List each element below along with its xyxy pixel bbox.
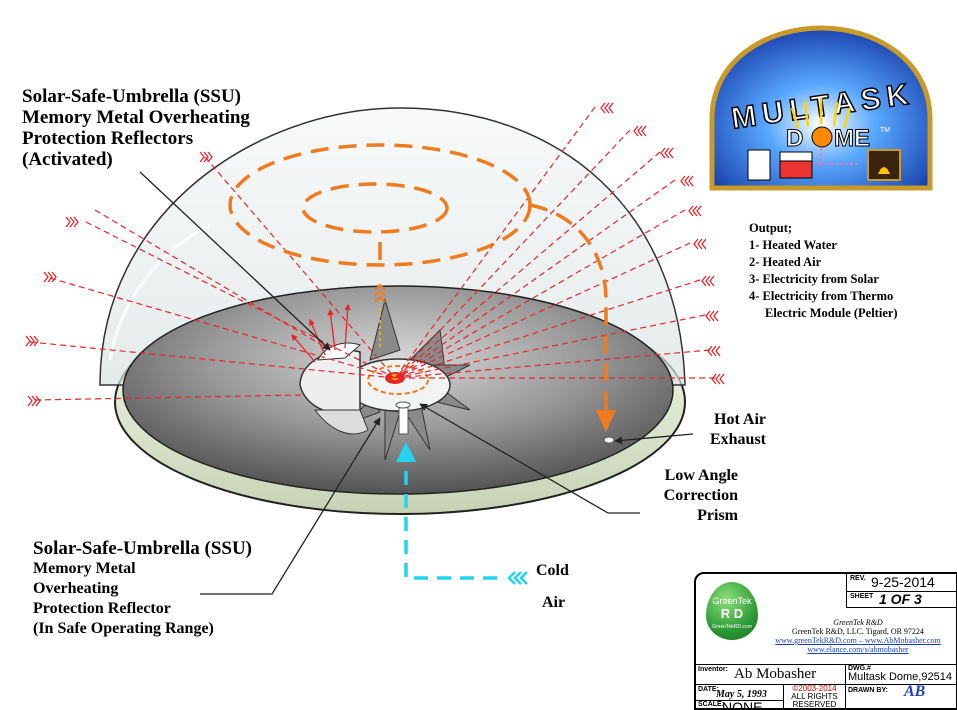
multask-dome-logo: MULTASK D ME TM <box>709 25 933 191</box>
sun-rays <box>29 106 715 401</box>
label-line: Air <box>542 594 566 611</box>
copyright-text: ©2003-2014 <box>792 684 837 693</box>
scale-label: SCALE: <box>698 701 725 708</box>
label-line: Overheating <box>33 580 119 597</box>
label-line: Exhaust <box>709 431 766 448</box>
outlet-icon <box>747 149 771 181</box>
date-value: May 5, 1993 <box>716 689 767 700</box>
rights-line-1: ALL RIGHTS <box>791 692 838 701</box>
dwg-value: Multask Dome,92514 <box>848 671 952 683</box>
label-prism: Low Angle Correction Prism <box>636 466 738 526</box>
label-ssu-activated: Solar-Safe-Umbrella (SSU) Memory Metal O… <box>22 86 250 170</box>
inventor-value: Ab Mobasher <box>734 666 817 682</box>
copyright-cell: ©2003-2014 ALL RIGHTS RESERVED <box>784 684 846 708</box>
label-line: Protection Reflector <box>33 600 171 617</box>
label-line: Prism <box>697 507 738 524</box>
fireplace-icon <box>867 149 901 181</box>
inventor-cell: Inventor: Ab Mobasher <box>696 664 846 684</box>
dwg-cell: DWG.# Multask Dome,92514 <box>846 664 956 684</box>
scale-value: NONE <box>722 699 763 710</box>
label-line: Protection Reflectors <box>22 128 194 149</box>
sheet-value: 1 OF 3 <box>879 591 922 607</box>
company-info: GreenTek R&D GreenTek R&D, LLC. Tigard, … <box>762 618 954 654</box>
sheet-label: SHEET <box>850 593 874 600</box>
date-cell: DATE: May 5, 1993 <box>696 684 784 700</box>
title-block: REV. 9-25-2014 SHEET 1 OF 3 GreenTek R D… <box>694 572 957 710</box>
label-line: (In Safe Operating Range) <box>33 620 214 637</box>
scale-cell: SCALE: NONE <box>696 699 784 710</box>
prism-pipe <box>398 403 409 435</box>
date-label: DATE: <box>698 686 719 693</box>
output-item: 2- Heated Air <box>749 255 822 269</box>
cold-air-flow <box>404 462 497 580</box>
dwg-label: DWG.# <box>848 665 871 672</box>
output-heading: Output; <box>749 221 793 235</box>
greentek-logo: GreenTek R D GreenTekRD.com <box>706 582 758 640</box>
company-address: GreenTek R&D, LLC. Tigard, OR 97224 <box>792 627 924 636</box>
elance-link[interactable]: www.elance.com/s/abmobasher <box>807 645 909 654</box>
egg-top: GreenTek <box>712 596 752 606</box>
output-item: 1- Heated Water <box>749 238 837 252</box>
output-item: Electric Module (Peltier) <box>765 306 898 320</box>
hot-air-flow <box>228 143 608 420</box>
company-link[interactable]: www.greenTekR&D.com – www.AbMobasher.com <box>775 636 941 645</box>
label-line: Cold <box>536 562 569 579</box>
drawn-value: AB <box>904 683 926 700</box>
logo-d: D <box>786 125 803 152</box>
drawn-label: DRAWN BY: <box>848 687 888 694</box>
inventor-label: Inventor: <box>698 666 728 673</box>
logo-me: ME <box>834 125 870 152</box>
ssu-reflector-activated <box>299 349 361 415</box>
ray-chevrons <box>25 102 725 407</box>
company-name: GreenTek R&D <box>833 618 883 627</box>
label-line: (Activated) <box>22 149 113 170</box>
label-line: Hot Air <box>714 411 766 428</box>
label-ssu-safe: Solar-Safe-Umbrella (SSU) Memory Metal O… <box>33 538 252 639</box>
label-line: Low Angle <box>664 467 738 484</box>
output-item: 4- Electricity from Thermo <box>749 289 894 303</box>
egg-mid: R D <box>720 606 744 621</box>
label-line: Solar-Safe-Umbrella (SSU) <box>22 86 242 107</box>
output-item: 3- Electricity from Solar <box>749 272 879 286</box>
egg-bottom: GreenTekRD.com <box>712 624 752 630</box>
label-cold-air: Cold Air <box>536 561 569 613</box>
rights-line-2: RESERVED <box>792 700 837 709</box>
logo-tm: TM <box>880 127 890 134</box>
label-line: Solar-Safe-Umbrella (SSU) <box>33 538 253 559</box>
label-line: Memory Metal <box>33 560 136 577</box>
output-list: Output; 1- Heated Water 2- Heated Air 3-… <box>749 220 898 322</box>
label-line: Correction <box>663 487 738 504</box>
exhaust-port <box>603 436 615 444</box>
label-line: Memory Metal Overheating <box>22 107 250 128</box>
rev-value: 9-25-2014 <box>871 574 935 590</box>
sheet-cell: SHEET 1 OF 3 <box>846 591 956 608</box>
rev-cell: REV. 9-25-2014 <box>846 574 956 592</box>
rev-label: REV. <box>850 575 866 582</box>
label-hot-air-exhaust: Hot Air Exhaust <box>690 410 766 450</box>
drawn-cell: DRAWN BY: AB <box>846 683 956 708</box>
